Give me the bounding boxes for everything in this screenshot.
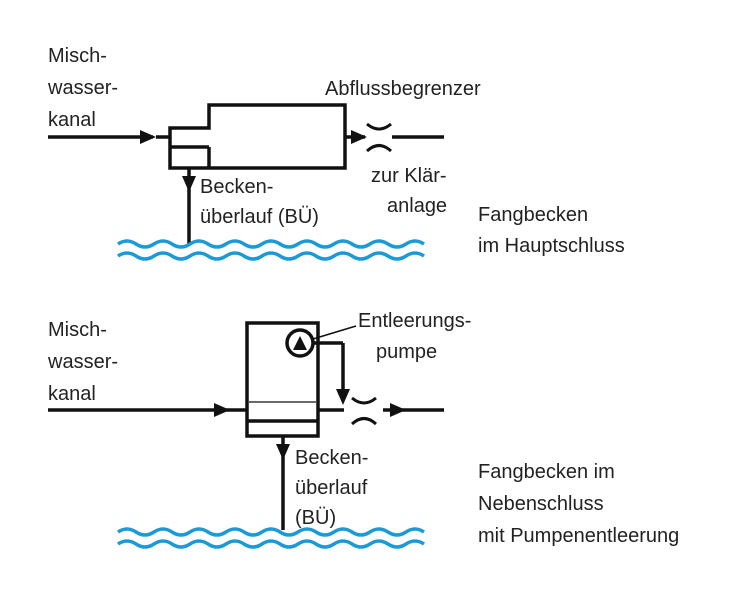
receiving-water-waves <box>117 527 425 549</box>
receiving-water-waves <box>117 239 425 261</box>
outlet-arrow-icon <box>351 130 367 144</box>
overflow-label: Becken- überlauf (BÜ) <box>295 447 374 529</box>
throttle-icon <box>365 122 393 153</box>
outlet-arrow-icon <box>390 403 406 417</box>
tank-outline <box>168 103 347 170</box>
inlet-label: Misch- wasser- kanal <box>47 45 124 131</box>
overflow-arrow-icon <box>276 444 290 460</box>
throttle-icon <box>350 396 378 426</box>
diagram-caption: Fangbecken im Nebenschluss mit Pumpenent… <box>478 461 679 547</box>
main-flow-tank-diagram: Misch- wasser- kanal Abflussbegrenzer zu… <box>47 45 625 261</box>
pump-label: Entleerungs- pumpe <box>358 310 477 363</box>
pump-icon <box>285 328 315 358</box>
diagram-caption: Fangbecken im Hauptschluss <box>478 204 625 257</box>
inlet-arrow-icon <box>214 403 230 417</box>
throttle-label: Abflussbegrenzer <box>325 78 481 100</box>
pump-label-leader <box>312 325 357 340</box>
outlet-label: zur Klär- anlage <box>371 165 452 217</box>
inlet-arrow-icon <box>140 130 156 144</box>
bypass-tank-diagram: Misch- wasser- kanal Entleerungs- pumpe … <box>47 310 679 549</box>
overflow-arrow-icon <box>182 176 196 192</box>
overflow-label: Becken- überlauf (BÜ) <box>200 176 319 228</box>
inlet-label: Misch- wasser- kanal <box>47 319 124 405</box>
pump-discharge-arrow-icon <box>336 389 350 405</box>
